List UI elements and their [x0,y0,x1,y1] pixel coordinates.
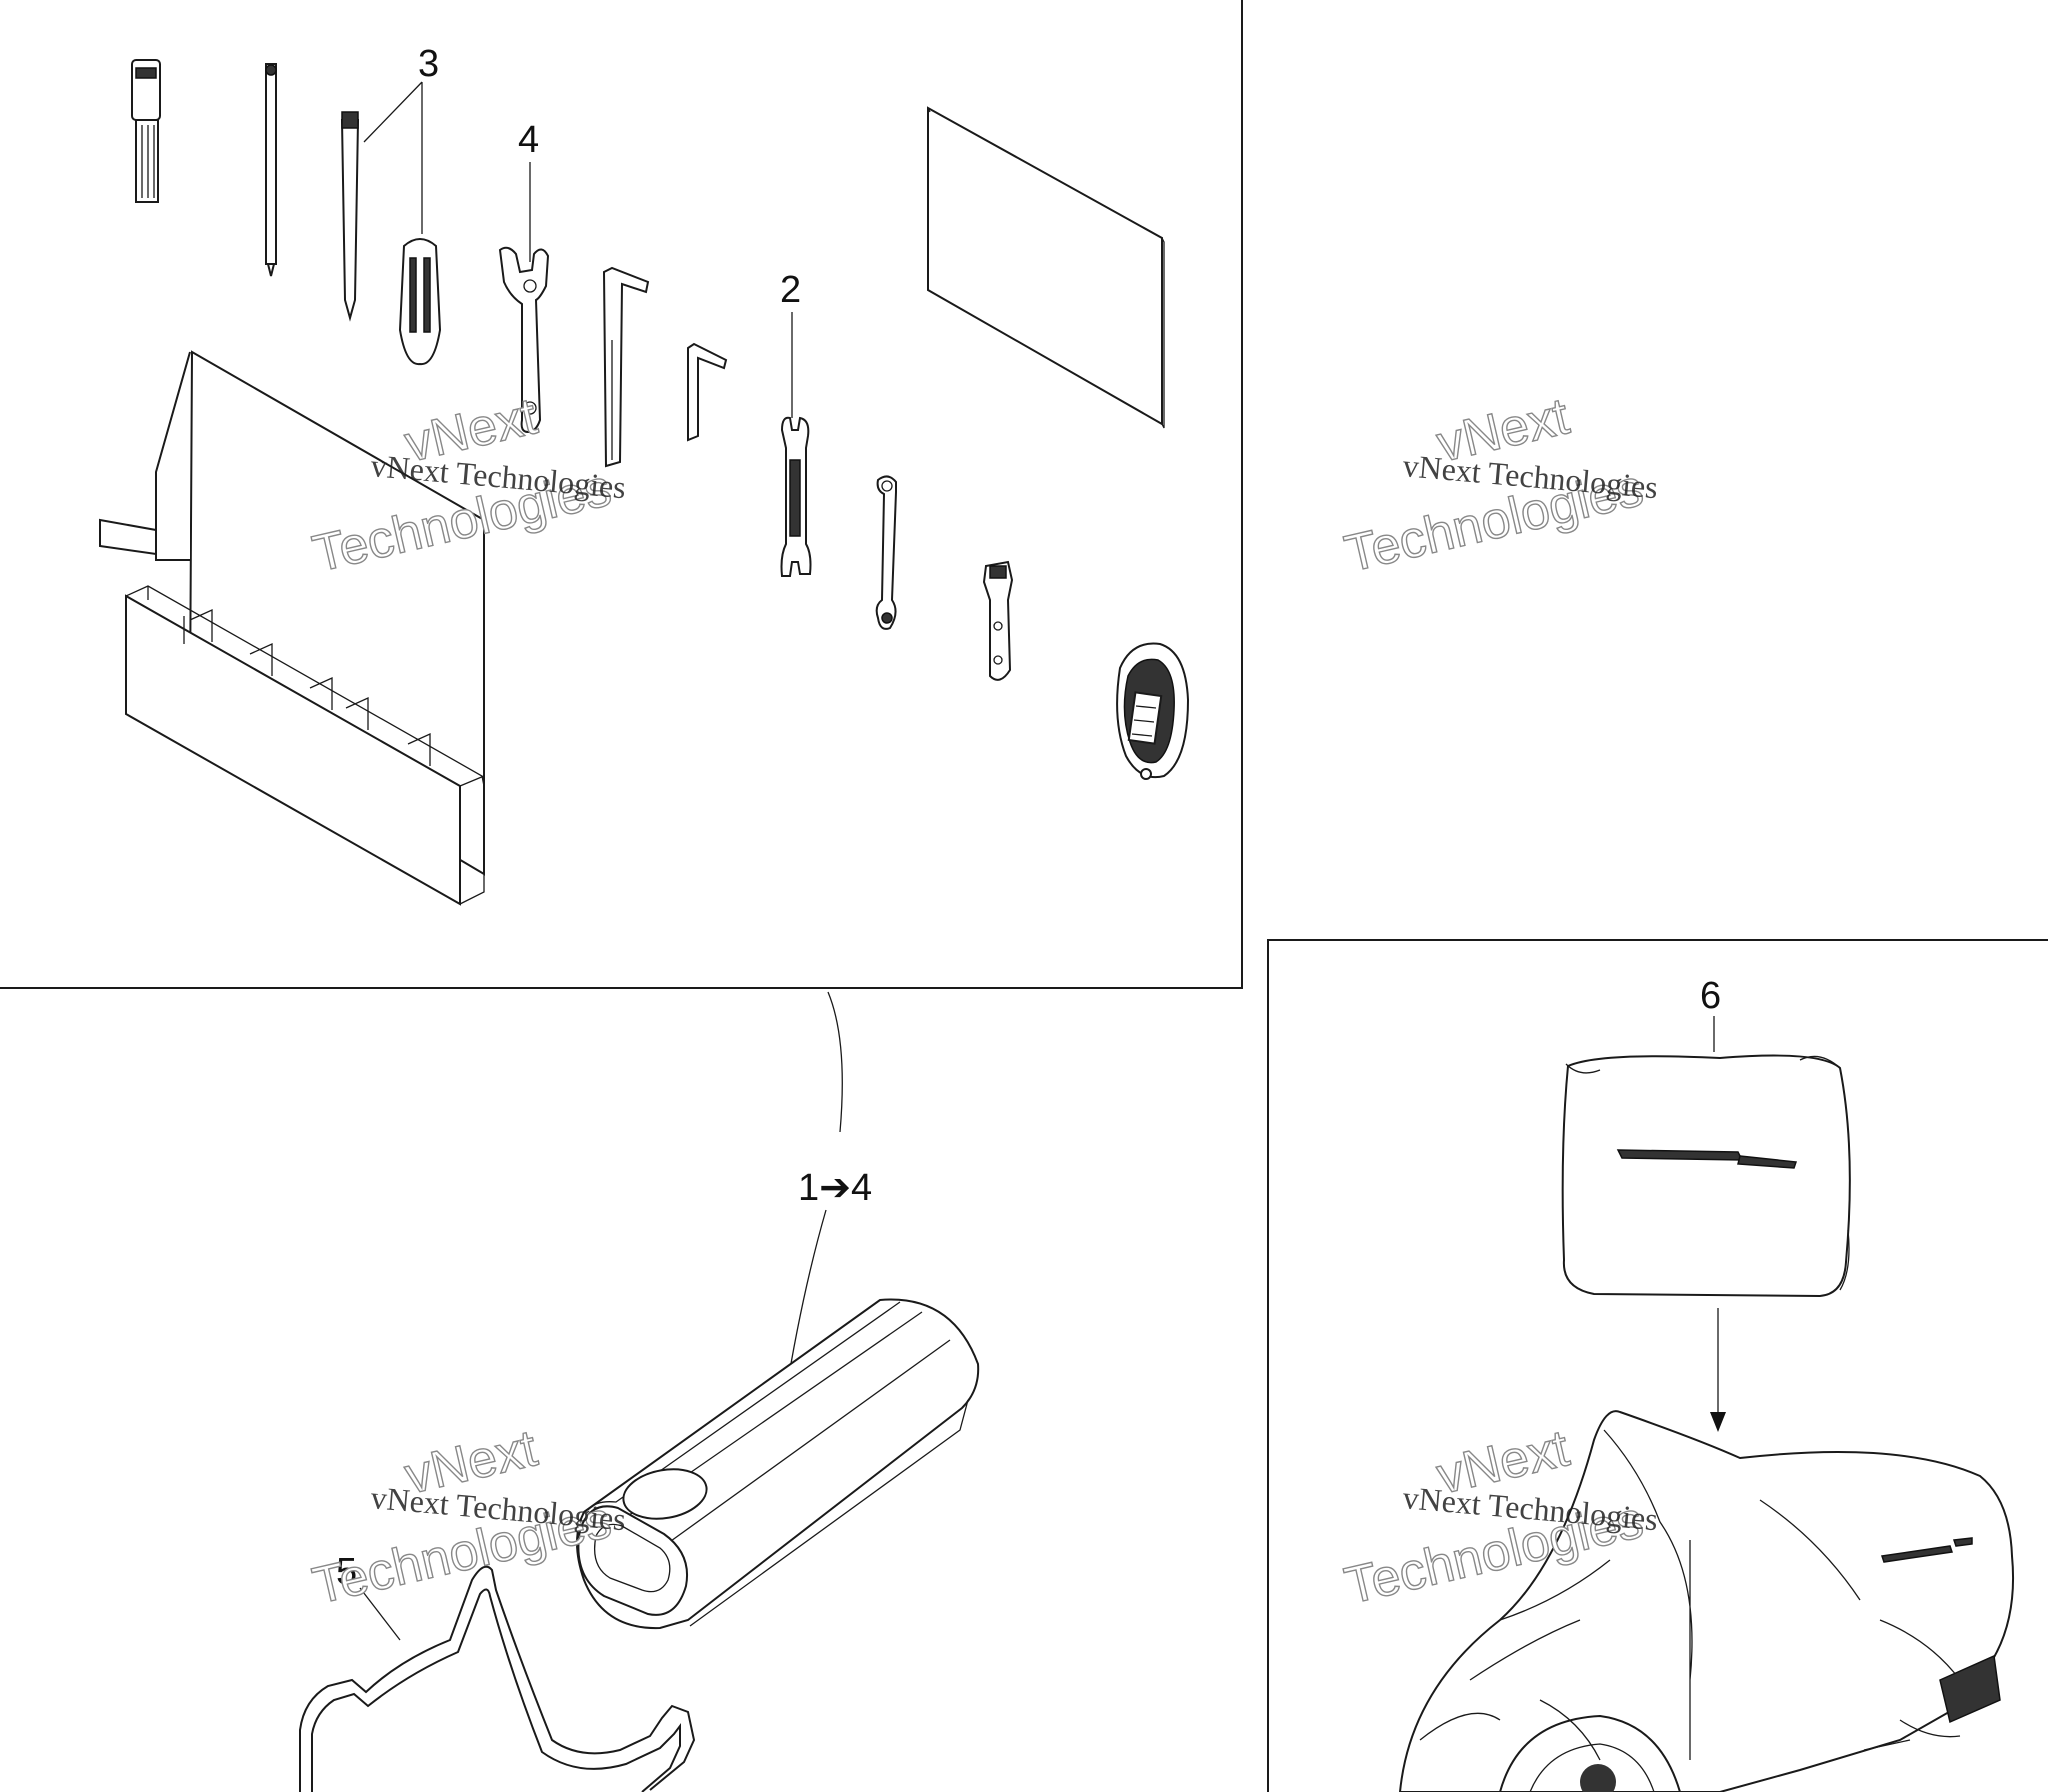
socket-bit-tool [131,59,161,203]
open-end-wrench [780,416,812,577]
leader-curve-to-callout-1-4 [827,991,843,1133]
owners-manual-sheet [927,106,1165,429]
svg-text:1➔4: 1➔4 [798,1167,872,1209]
arrow-to-vehicle [1710,1308,1726,1432]
screwdriver-handle [398,238,442,366]
callout-5: 5 [336,1551,401,1641]
cover-logo [1616,1149,1798,1169]
hook-wrench [498,246,550,434]
callout-3: 3 [363,43,439,234]
svg-text:6: 6 [1700,975,1721,1017]
long-pin-tool [265,63,277,277]
vehicle-cover-logo [1881,1537,1973,1563]
svg-text:3: 3 [418,43,439,85]
covered-vehicle [1398,1410,2015,1792]
svg-text:5: 5 [336,1551,357,1593]
bottom-right-panel-frame [1267,939,2048,1792]
tool-bag [576,1298,980,1630]
watermark-top-right: vNext Technologies vNext Technologies [1339,386,1659,584]
combination-wrench [875,475,897,630]
tire-pressure-gauge [1116,642,1190,780]
small-hex-key [687,342,728,442]
callout-4: 4 [518,119,539,262]
watermark-bottom-left: vNext Technologies vNext Technologies [307,1418,627,1616]
screwdriver-shaft [340,111,360,322]
top-left-panel-frame [0,0,1243,989]
folded-cover-package [1561,1054,1851,1298]
tool-organizer-tray [99,350,485,906]
svg-text:2: 2 [780,269,801,311]
svg-text:4: 4 [518,119,539,161]
rear-exposed-parts [1863,1654,2001,1751]
spark-plug-socket [982,560,1014,681]
strap [299,1565,696,1792]
front-wheel [1499,1714,1681,1792]
large-hex-key [602,266,650,468]
callout-6: 6 [1700,975,1721,1052]
callout-2: 2 [780,269,801,418]
